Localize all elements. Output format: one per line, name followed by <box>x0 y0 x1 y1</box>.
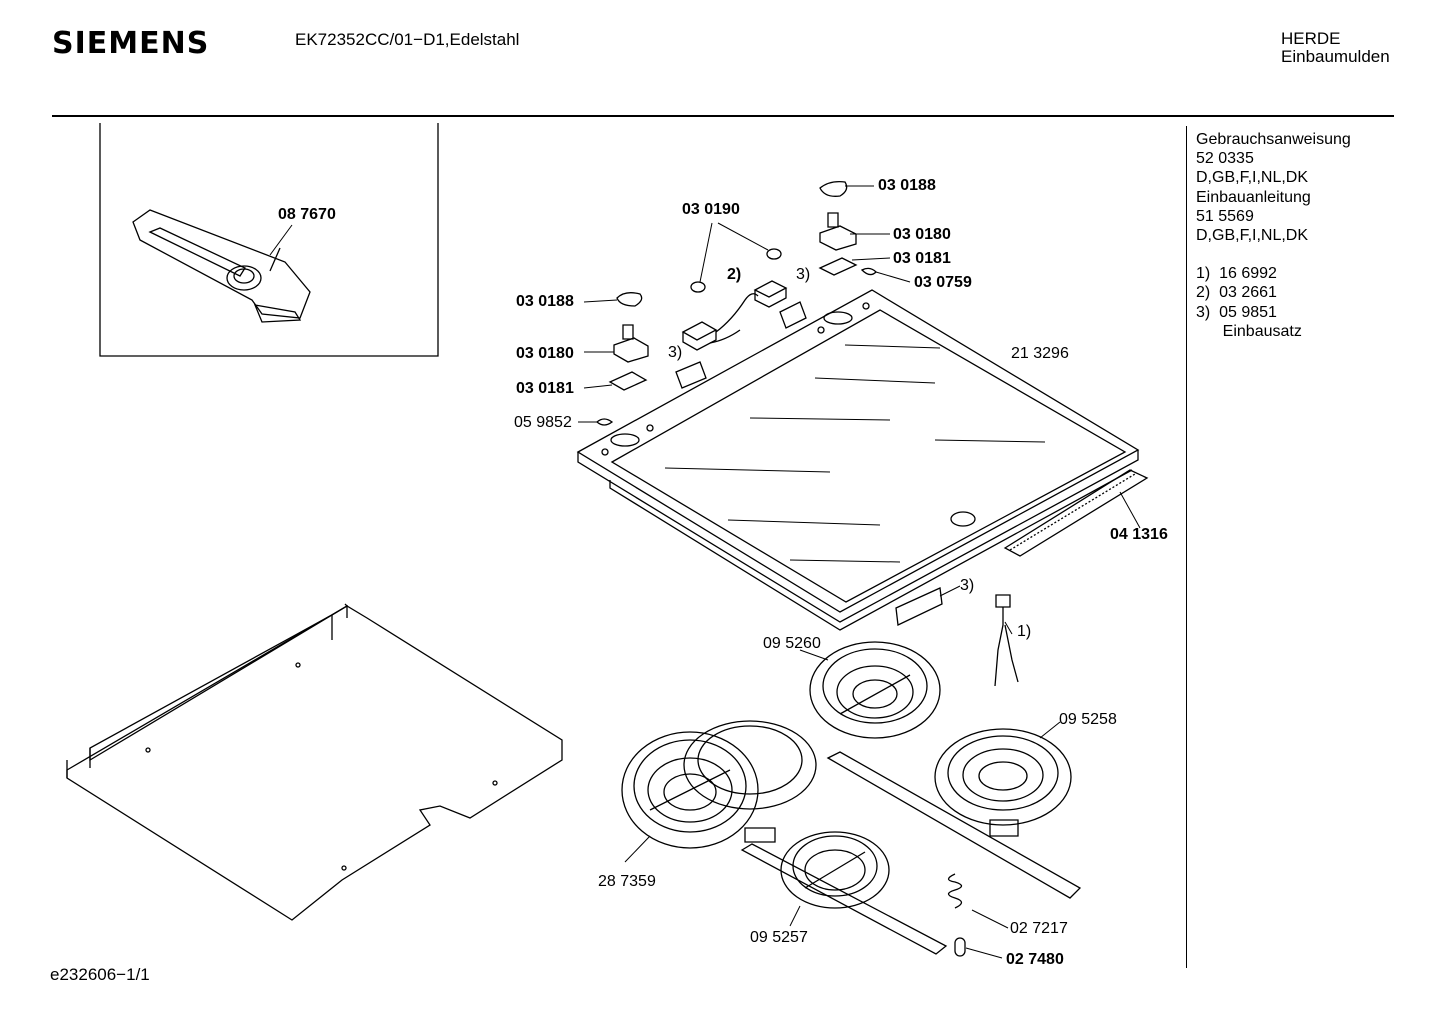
footnote-ref: 3) <box>960 577 975 594</box>
part-label: 21 3296 <box>1011 345 1069 362</box>
footnote-ref: 2) <box>727 266 742 283</box>
mounting-clip <box>896 588 942 625</box>
note-line: Einbausatz <box>1196 322 1302 340</box>
note-line: Einbauanleitung <box>1196 188 1311 206</box>
part-label: 03 0188 <box>878 177 936 194</box>
category: HERDE Einbaumulden <box>1281 30 1390 66</box>
part-label: 08 7670 <box>278 206 336 223</box>
category-line-2: Einbaumulden <box>1281 47 1390 66</box>
indicator-cap <box>767 249 781 259</box>
part-label: 09 5257 <box>750 929 808 946</box>
thermostat-sensor <box>995 595 1018 686</box>
category-line-1: HERDE <box>1281 29 1341 48</box>
base-tray <box>67 604 562 920</box>
note-line: 52 0335 <box>1196 150 1254 168</box>
footnote-ref: 3) <box>796 266 811 283</box>
footnote-ref: 3) <box>668 344 683 361</box>
part-label: 03 0181 <box>516 380 574 397</box>
part-label: 03 0180 <box>893 226 951 243</box>
switch-assembly-right <box>820 182 876 275</box>
seal-strip <box>1005 470 1147 556</box>
glass-cooktop <box>578 290 1138 630</box>
connector-block <box>755 281 786 307</box>
part-label: 09 5258 <box>1059 711 1117 728</box>
scraper-inset <box>100 123 438 356</box>
part-label: 09 5260 <box>763 635 821 652</box>
note-line: D,GB,F,I,NL,DK <box>1196 227 1309 245</box>
footnote-ref: 1) <box>1017 623 1032 640</box>
note-line: 2) 03 2661 <box>1196 284 1277 302</box>
burner-287359 <box>622 721 816 848</box>
part-label: 03 0759 <box>914 274 972 291</box>
mounting-clip <box>676 362 706 388</box>
switch-assembly-left <box>597 293 648 425</box>
burner-095258 <box>935 729 1071 836</box>
brand-logo: SIEMENS <box>52 26 210 61</box>
note-line: 51 5569 <box>1196 207 1254 225</box>
part-label: 04 1316 <box>1110 526 1168 543</box>
sidebar-divider <box>1186 126 1187 968</box>
model-title: EK72352CC/01−D1,Edelstahl <box>295 30 520 49</box>
note-line: Gebrauchsanweisung <box>1196 131 1351 148</box>
part-label: 28 7359 <box>598 873 656 890</box>
part-label: 03 0181 <box>893 250 951 267</box>
pin <box>955 938 965 956</box>
indicator-cap <box>691 282 705 292</box>
note-line: 3) 05 9851 <box>1196 303 1277 321</box>
part-label: 03 0190 <box>682 201 740 218</box>
note-line: 1) 16 6992 <box>1196 265 1277 283</box>
drawing-code: e232606−1/1 <box>50 965 150 984</box>
support-rail <box>828 752 1080 898</box>
spring <box>949 874 962 908</box>
part-label: 03 0180 <box>516 345 574 362</box>
burner-095257 <box>781 832 889 908</box>
note-line: D,GB,F,I,NL,DK <box>1196 169 1309 187</box>
mounting-clip <box>780 302 806 328</box>
part-label: 02 7480 <box>1006 951 1064 968</box>
connector-block <box>683 322 716 350</box>
burner-095260 <box>810 642 940 738</box>
part-label: 05 9852 <box>514 414 572 431</box>
sidebar-notes: Gebrauchsanweisung 52 0335 D,GB,F,I,NL,D… <box>1196 130 1351 341</box>
header-rule <box>52 115 1394 117</box>
part-label: 03 0188 <box>516 293 574 310</box>
support-rail <box>742 844 946 954</box>
part-label: 02 7217 <box>1010 920 1068 937</box>
